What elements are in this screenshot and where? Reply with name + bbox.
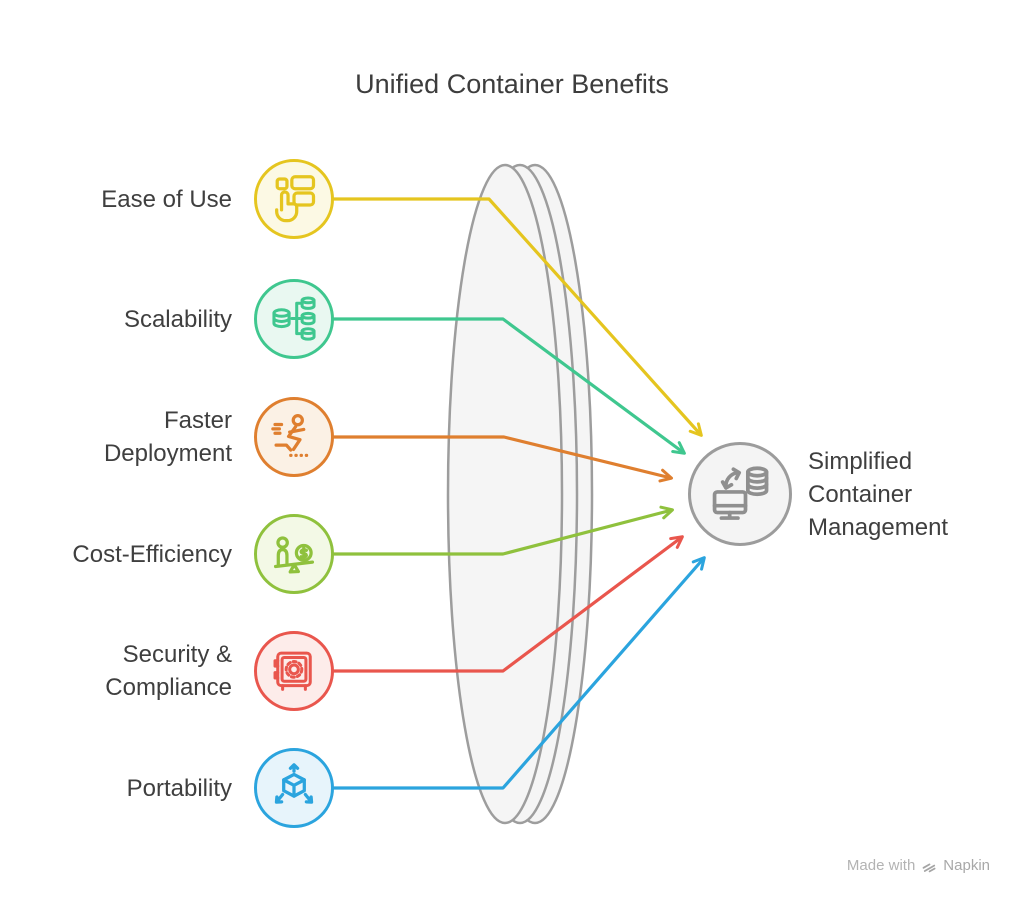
- watermark: Made with Napkin: [847, 857, 990, 874]
- cube-export-arrows-icon: [274, 763, 314, 804]
- benefit-node-ease-of-use: [254, 159, 334, 239]
- balance-money-icon: [273, 536, 315, 574]
- connector-security-compliance: [294, 535, 684, 673]
- funnel-lens: [446, 163, 594, 825]
- watermark-prefix: Made with: [846, 857, 916, 874]
- benefit-label-faster-deployment: Faster Deployment: [103, 407, 232, 467]
- napkin-logo-icon: [922, 863, 936, 872]
- safe-vault-icon: [273, 651, 312, 691]
- center-node-label: Simplified Container Management: [808, 447, 949, 541]
- computer-database-sync-icon: [712, 466, 769, 520]
- center-node: [688, 442, 792, 546]
- connector-ease-of-use: [294, 197, 703, 437]
- connector-portability: [294, 556, 706, 790]
- benefit-label-portability: Portability: [126, 774, 232, 802]
- benefit-label-scalability: Scalability: [123, 305, 232, 333]
- benefit-node-security-compliance: [254, 631, 334, 711]
- diagram-title: Unified Container Benefits: [355, 69, 669, 99]
- benefit-node-cost-efficiency: [254, 514, 334, 594]
- connector-faster-deployment: [294, 435, 673, 483]
- benefit-label-security-compliance: Security & Compliance: [105, 641, 232, 701]
- connector-scalability: [294, 317, 686, 455]
- benefit-node-scalability: [254, 279, 334, 359]
- sprinting-person-icon: [271, 414, 311, 458]
- watermark-brand: Napkin: [943, 857, 990, 874]
- benefit-node-faster-deployment: [254, 397, 334, 477]
- connector-cost-efficiency: [294, 505, 674, 556]
- benefit-node-portability: [254, 748, 334, 828]
- benefit-label-cost-efficiency: Cost-Efficiency: [72, 540, 232, 568]
- database-scale-icon: [272, 296, 316, 341]
- benefit-label-ease-of-use: Ease of Use: [101, 185, 232, 213]
- tap-hand-icon: [275, 175, 316, 223]
